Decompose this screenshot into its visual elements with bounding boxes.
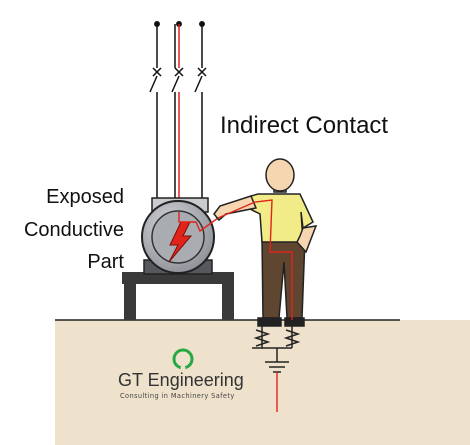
motor-stand bbox=[122, 272, 234, 320]
switch-icon bbox=[149, 67, 207, 200]
fault-path-motor bbox=[178, 212, 219, 233]
lightning-icon bbox=[168, 221, 193, 263]
logo-name: GT Engineering bbox=[118, 370, 244, 390]
diagram-title: Indirect Contact bbox=[220, 112, 389, 139]
logo-tagline: Consulting in Machinery Safety bbox=[120, 392, 235, 400]
body-resistance bbox=[252, 324, 301, 362]
label-exposed: Exposed bbox=[46, 186, 124, 208]
label-part: Part bbox=[87, 251, 124, 273]
supply-lines bbox=[154, 21, 205, 68]
label-conductive: Conductive bbox=[23, 219, 124, 241]
fault-path-body bbox=[217, 199, 293, 320]
person bbox=[213, 158, 318, 327]
logo-ring-icon bbox=[172, 348, 194, 371]
